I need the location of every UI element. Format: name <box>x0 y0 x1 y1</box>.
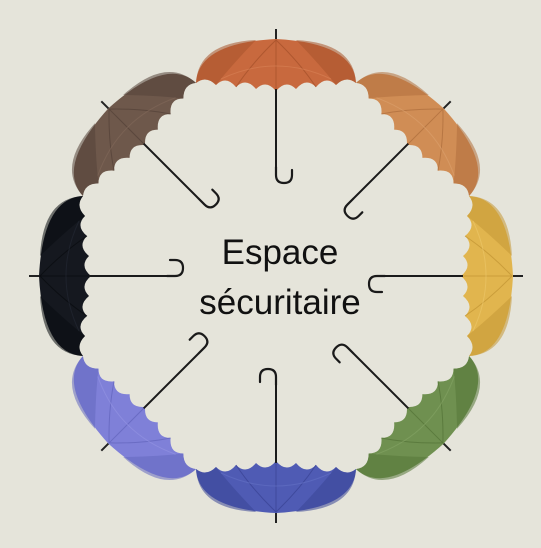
umbrella-tip <box>100 441 111 452</box>
center-label-line1: Espace <box>221 233 339 272</box>
umbrella-bottom-blue <box>196 367 356 523</box>
umbrella-right-yellow <box>367 196 523 356</box>
center-label: Espace sécuritaire <box>150 228 410 328</box>
umbrella-lower-right-green <box>332 343 481 481</box>
umbrella-handle <box>367 274 387 294</box>
umbrella-left-black <box>29 196 185 356</box>
umbrella-tip <box>441 100 452 111</box>
umbrella-shaft <box>143 352 200 409</box>
umbrella-handle <box>274 165 294 185</box>
umbrella-handle <box>258 367 278 387</box>
umbrella-shaft <box>352 143 409 200</box>
umbrella-handle <box>165 258 185 278</box>
umbrella-upper-right-tan <box>343 71 481 220</box>
umbrella-shaft <box>352 352 409 409</box>
umbrella-tip <box>100 100 111 111</box>
umbrella-handle <box>188 332 209 355</box>
umbrella-upper-left-brown <box>71 71 220 209</box>
umbrella-handle <box>332 343 355 364</box>
umbrella-top-orange <box>196 29 356 185</box>
umbrella-lower-left-periwinkle <box>71 332 209 481</box>
umbrella-handle <box>197 188 220 209</box>
umbrella-handle <box>343 197 364 220</box>
umbrella-shaft <box>143 143 200 200</box>
center-label-line2: sécuritaire <box>199 283 361 322</box>
